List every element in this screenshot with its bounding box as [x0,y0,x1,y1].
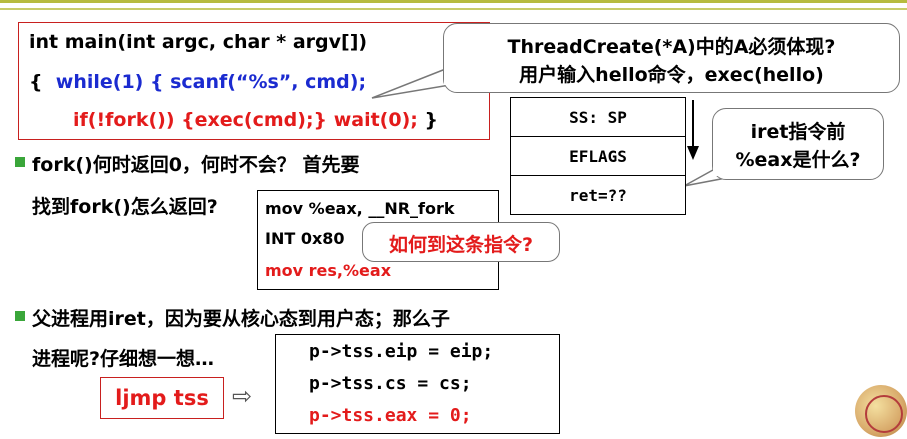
stack-cell-ret: ret=?? [569,185,627,205]
stack-cell-ss-sp: SS: SP [511,98,685,137]
iret-tail-seam [713,164,725,176]
tss-code-box: p->tss.eip = eip; p->tss.cs = cs; p->tss… [275,334,560,434]
asm-callout: 如何到这条指令? [362,222,560,262]
code-line-2: { while(1) { scanf(“%s”, cmd); [29,71,366,93]
iret-callout: iret指令前 %eax是什么? [712,108,884,180]
asm-callout-text: 如何到这条指令? [388,234,534,256]
course-logo-icon [855,385,907,437]
tss-line-3: p->tss.eax = 0; [309,405,472,426]
tss-line-1: p->tss.eip = eip; [309,341,494,362]
iret-callout-line-2: %eax是什么? [735,149,861,171]
right-arrow-icon: ⇨ [232,382,253,410]
tss-line-2: p->tss.cs = cs; [309,373,472,394]
top-rule [0,0,907,3]
asm-line-3: mov res,%eax [265,261,392,280]
top-callout: ThreadCreate(*A)中的A必须体现? 用户输入hello命令，exe… [443,23,900,93]
top-callout-line-2: 用户输入hello命令，exec(hello) [519,64,824,86]
bullet-1-line-2: 找到fork()怎么返回? [32,196,218,218]
stack-arrow-head [687,146,699,160]
code-open-brace: { [29,71,43,93]
bullet-1-marker [15,157,25,167]
bullet-2-line-1: 父进程用iret，因为要从核心态到用户态；那么子 [32,308,450,330]
asm-line-1: mov %eax, __NR_fork [265,199,455,218]
top-rule-secondary [0,8,907,10]
bullet-1-line-1: fork()何时返回0，何时不会？ 首先要 [32,154,360,176]
code-line-3: if(!fork()) {exec(cmd);} wait(0); } [73,109,438,131]
tail-seam-cover [444,73,458,85]
asm-line-2: INT 0x80 [265,229,345,248]
kernel-stack: SS: SP EFLAGS ret=?? [510,97,686,215]
bullet-2-marker [15,311,25,321]
stack-cell-eflags: EFLAGS [511,137,685,176]
main-code-box: int main(int argc, char * argv[]) { whil… [18,22,490,140]
logo-ring [865,395,903,433]
bullet-2-line-2: 进程呢?仔细想一想… [32,348,215,370]
code-close-brace: } [424,109,439,131]
code-line-1: int main(int argc, char * argv[]) [29,31,368,53]
top-callout-line-1: ThreadCreate(*A)中的A必须体现? [507,36,836,58]
code-while-loop: while(1) { scanf(“%s”, cmd); [55,71,367,93]
ljmp-tss-box: ljmp tss [100,377,224,419]
iret-callout-line-1: iret指令前 [750,121,846,143]
code-fork-exec: if(!fork()) {exec(cmd);} wait(0); [73,109,418,131]
